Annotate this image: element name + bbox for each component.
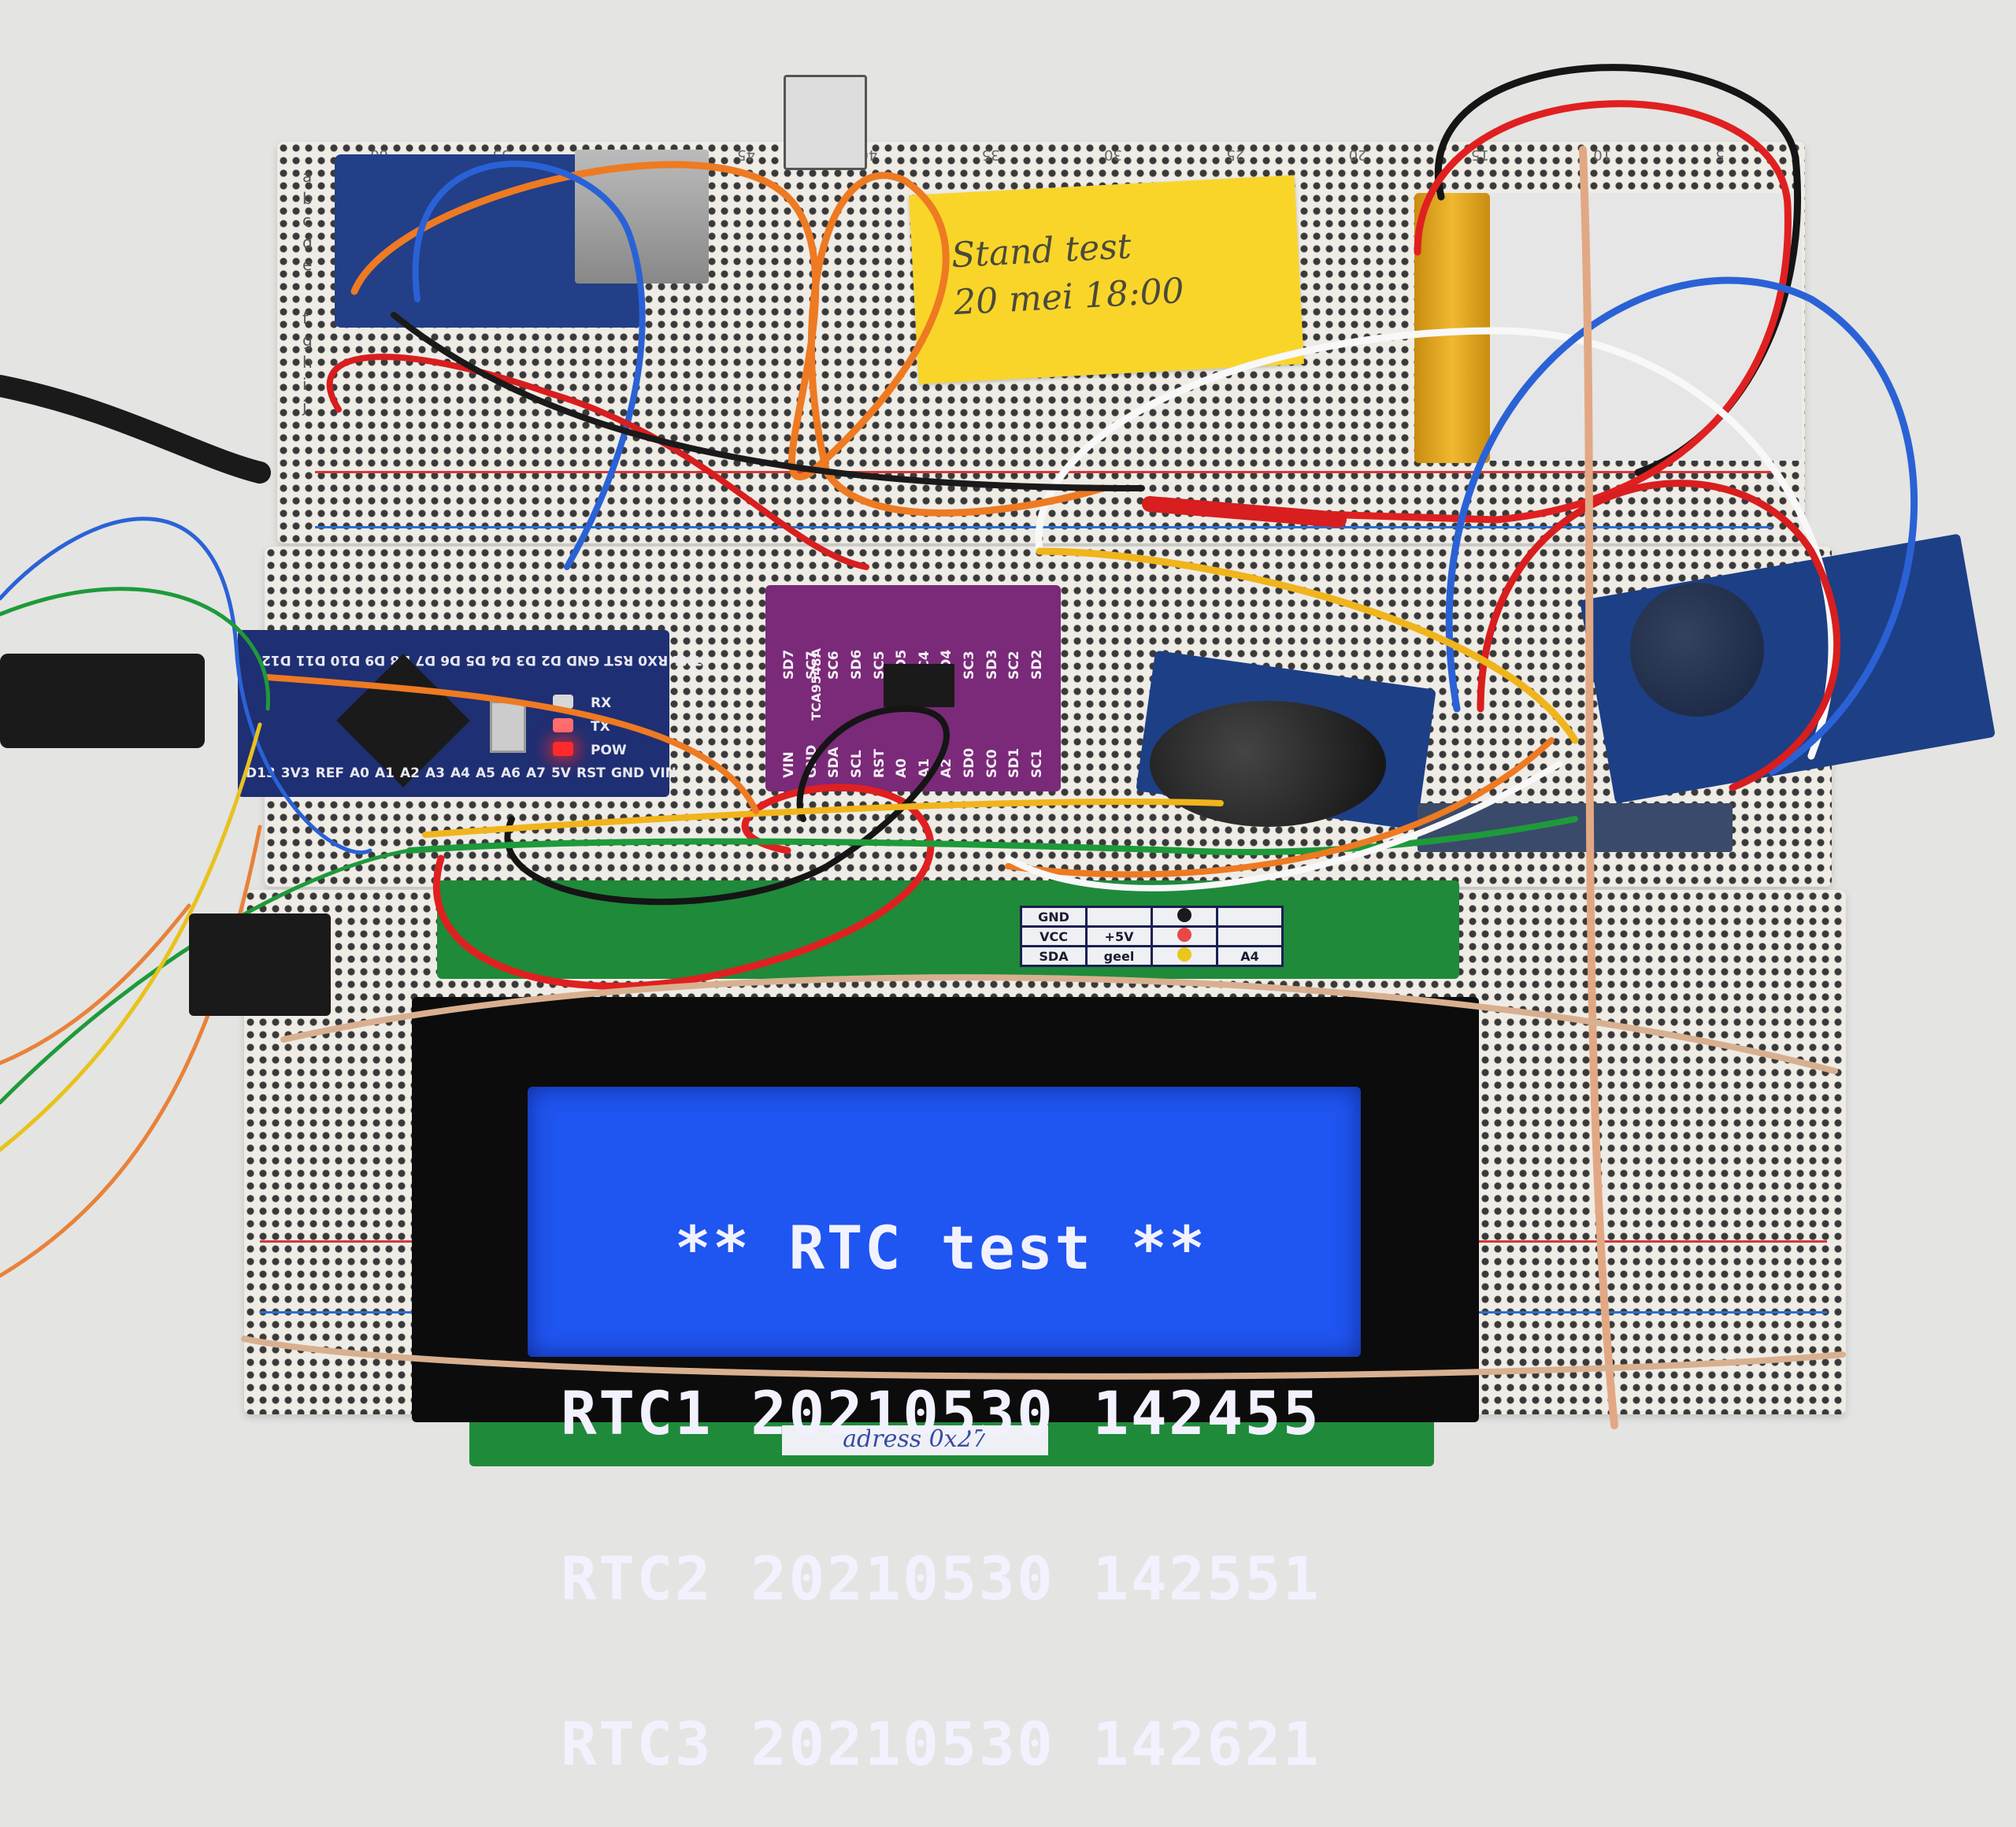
wire-red-jumper <box>1142 496 1347 528</box>
tca-chip <box>884 664 954 707</box>
yellow-dot-icon <box>1177 947 1191 962</box>
lcd-line-title: ** RTC test ** <box>561 1213 1207 1283</box>
wire-red-bundle <box>432 784 935 990</box>
rubber-band <box>1579 146 1618 1429</box>
power-led <box>553 742 573 756</box>
wire-yellow <box>1036 547 1579 744</box>
arduino-nano: TX1RX0RSTGNDD2D3D4D5D6D7D8D9D10D11D12 RX… <box>238 630 702 797</box>
wire-red-right <box>1477 480 1841 791</box>
wire-green <box>406 816 1578 855</box>
power-rail-positive <box>315 471 1772 473</box>
wire-blue-right <box>1445 276 1918 776</box>
lcd-line-rtc2: RTC2 20210530 142551 <box>561 1544 1321 1614</box>
wire-orange-bundle <box>265 674 1555 878</box>
wire-black-battery <box>1435 64 1802 476</box>
wire-red-top <box>326 354 869 570</box>
label-row: VCC+5V <box>1020 925 1284 947</box>
power-rail-negative <box>315 526 1772 528</box>
lcd-line-rtc3: RTC3 20210530 142621 <box>561 1709 1321 1779</box>
jumper-connector-housing <box>189 914 331 1016</box>
wire-white-bundle <box>1005 761 1562 891</box>
rubber-band-lcd <box>241 974 1846 1380</box>
rx-led <box>553 695 573 709</box>
battery-pack <box>1479 193 1802 461</box>
red-dot-icon <box>1177 928 1191 942</box>
usb-cable-plug <box>0 654 205 748</box>
rtc-coin-cell-2 <box>1630 583 1764 717</box>
wire-black-bundle <box>504 705 950 906</box>
wire-black-cable <box>0 375 271 484</box>
reset-button[interactable] <box>490 701 526 753</box>
label-row: GND <box>1020 906 1284 928</box>
wire-white <box>1035 327 1836 760</box>
tx-led <box>553 718 573 732</box>
jumper-wires <box>0 64 1918 1429</box>
wire-orange-left <box>0 825 262 1278</box>
wire-orange-top <box>350 161 1106 517</box>
wire-black-top <box>391 312 1145 491</box>
slide-switch[interactable] <box>784 75 867 170</box>
black-dot-icon <box>1177 908 1191 922</box>
wire-yellow-bundle <box>422 799 1224 838</box>
wire-blue-left <box>0 517 372 854</box>
wire-yellow-left <box>0 722 262 1152</box>
rtc-coin-cell <box>1150 701 1386 827</box>
address-label: adress 0x27 <box>782 1425 1048 1455</box>
wire-blue-top <box>412 161 646 570</box>
lcd-line-rtc1: RTC1 20210530 142455 <box>561 1378 1321 1448</box>
wire-red-battery <box>1240 100 1792 524</box>
